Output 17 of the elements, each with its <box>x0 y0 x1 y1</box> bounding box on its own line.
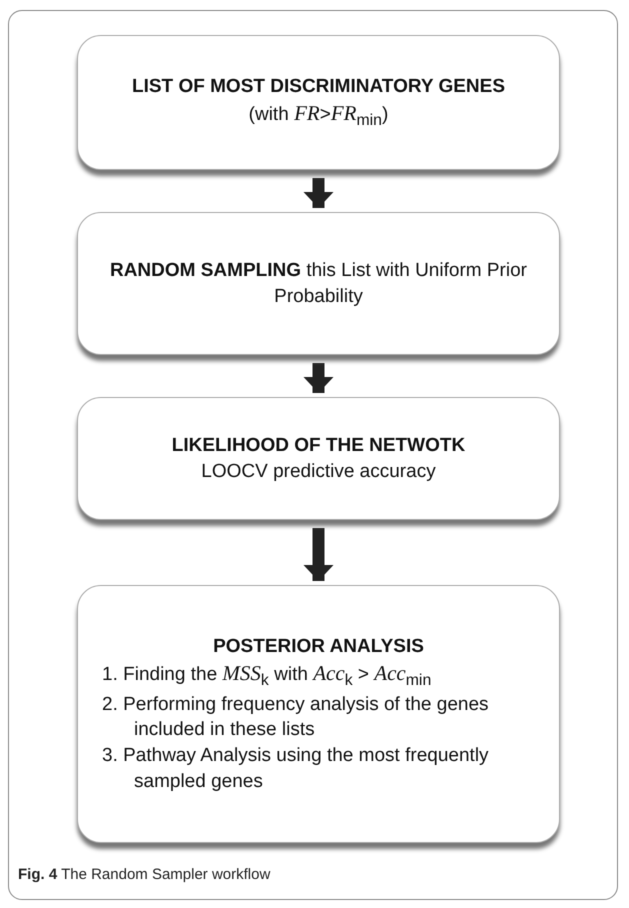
process-box <box>77 35 560 170</box>
arrow <box>304 178 334 208</box>
box-heading: POSTERIOR ANALYSIS <box>212 634 425 659</box>
box-text: RANDOM SAMPLING this List with Uniform Prior Probability <box>108 258 528 308</box>
list-item: 2. Performing frequency analysis of the genes included in these lists <box>102 692 490 742</box>
box-heading: LIKELIHOOD OF THE NETWOTK <box>170 434 466 458</box>
process-box <box>77 212 560 355</box>
arrow <box>304 528 334 581</box>
process-box <box>77 397 560 520</box>
box-heading: LIST OF MOST DISCRIMINATORY GENES <box>131 74 506 99</box>
box-text: LOOCV predictive accuracy <box>200 460 437 484</box>
list-item: 3. Pathway Analysis using the most frequently sampled genes <box>102 744 490 794</box>
arrow <box>304 363 334 393</box>
process-box <box>77 585 560 843</box>
list-item: 1. Finding the MSS$_{k}$ with Acc$_{k}$ > Acc$_{min}$ <box>102 660 432 692</box>
figure-caption: Fig. 4 The Random Sampler workflow <box>18 866 270 883</box>
box-text: (with FR>FR$_{min}$) <box>248 100 390 132</box>
